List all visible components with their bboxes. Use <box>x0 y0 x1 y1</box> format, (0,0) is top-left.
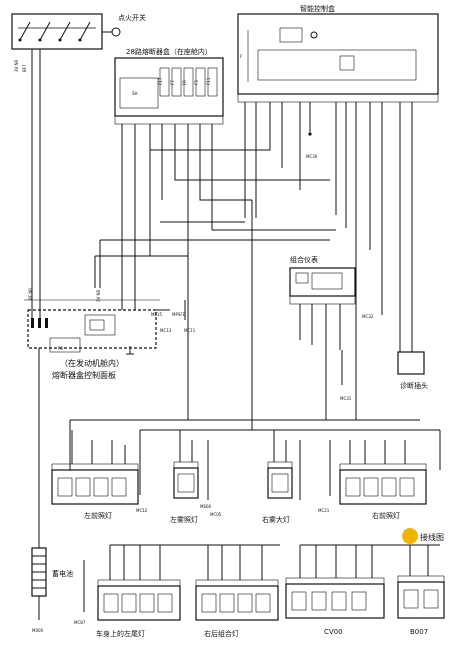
smart-control-box-label: 智能控制盒 <box>300 4 335 13</box>
battery: 蓄电池 <box>31 547 73 597</box>
svg-text:BF NR: BF NR <box>28 288 33 300</box>
fuse-sticks <box>31 318 48 328</box>
mc11-label: MC11 <box>184 328 196 333</box>
svg-text:F: F <box>240 54 243 59</box>
instrument-cluster-label: 组合仪表 <box>290 255 318 264</box>
mc30-label: MC30 <box>306 154 318 159</box>
fuse-label: F17 <box>158 77 163 85</box>
right-fog-lamp: 右雾大灯 <box>262 461 293 524</box>
mc05-label: MC05 <box>210 512 222 517</box>
fuse-box-cabin-label: 28路熔断器盒（在座舱内） <box>126 47 212 56</box>
mc32-label: MC32 <box>362 314 374 319</box>
key-icon <box>102 27 121 37</box>
right-front-lamp: 右前照灯 <box>339 463 427 520</box>
relay-icon <box>279 27 318 43</box>
mc13-label: MC13 <box>160 328 172 333</box>
right-fog-lamp-label: 右雾大灯 <box>262 515 290 524</box>
watermark-text: 接线图 <box>420 532 444 542</box>
svg-text:BF7: BF7 <box>22 64 27 72</box>
right-rear-combo-lamp-label: 右后组合灯 <box>204 629 239 638</box>
fuse-label: F7 <box>170 80 175 85</box>
mpsfd-label: MPSFD <box>172 312 186 317</box>
engine-fuse-panel: F8 <box>24 299 160 353</box>
left-front-lamp: 左前照灯 <box>51 463 139 520</box>
ignition-switch: 点火开关 <box>11 13 146 50</box>
b007-label: B007 <box>410 628 428 636</box>
smart-box-pins <box>237 93 439 103</box>
fuse-label: F3 <box>194 80 199 85</box>
m000-label: M000 <box>32 628 44 633</box>
b007-module: B007 <box>397 575 445 636</box>
right-front-lamp-label: 右前照灯 <box>372 511 400 520</box>
me66-label: ME66 <box>200 504 212 509</box>
mc87-label: MC87 <box>74 620 86 625</box>
mc21-label: MC21 <box>318 508 330 513</box>
right-rear-combo-lamp: 右后组合灯 <box>195 579 279 638</box>
svg-text:3V NR: 3V NR <box>96 289 101 302</box>
smart-control-box: 智能控制盒 F <box>237 4 439 95</box>
left-fog-lamp-label: 左雾照灯 <box>170 515 198 524</box>
svg-text:3V NR: 3V NR <box>14 59 19 72</box>
fuse-row: F17 F7 F6 F3 F11 <box>158 67 218 97</box>
fuse-label: F6 <box>182 80 187 85</box>
fuse-label: F11 <box>206 77 211 85</box>
watermark-logo: 接线图 <box>402 528 444 544</box>
svg-text:F8: F8 <box>58 346 63 351</box>
cv00-label: CV00 <box>324 628 343 636</box>
fuse-box-cabin: 28路熔断器盒（在座舱内） SH F17 F7 F6 F3 F11 <box>114 47 224 125</box>
diagnostic-connector: 诊断插头 <box>397 351 428 390</box>
me15-label: ME15 <box>151 312 163 317</box>
body-left-tail-lamp-label: 车身上的左尾灯 <box>96 629 145 638</box>
mc31-label: MC31 <box>340 396 352 401</box>
diag-connector-label: 诊断插头 <box>400 381 428 390</box>
left-fog-lamp: 左雾照灯 <box>170 461 199 524</box>
instrument-cluster: 组合仪表 <box>289 255 356 305</box>
ignition-switch-label: 点火开关 <box>118 13 146 22</box>
cv00-module: CV00 <box>285 577 385 636</box>
body-left-tail-lamp: 车身上的左尾灯 <box>96 579 181 638</box>
engine-fuse-panel-label-1: （在发动机舱内） <box>60 358 124 368</box>
mc12-label: MC12 <box>136 508 148 513</box>
engine-fuse-panel-label-2: 熔断器盒控制面板 <box>52 370 116 380</box>
left-front-lamp-label: 左前照灯 <box>84 511 112 520</box>
svg-text:SH: SH <box>132 91 138 96</box>
battery-label: 蓄电池 <box>52 569 73 578</box>
ground-symbol <box>126 346 134 355</box>
